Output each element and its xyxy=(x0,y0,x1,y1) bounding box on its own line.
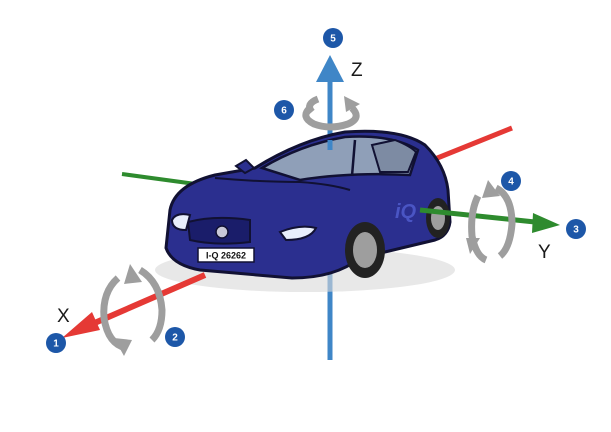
badge-2: 2 xyxy=(165,327,185,347)
svg-text:5: 5 xyxy=(330,34,336,45)
svg-text:4: 4 xyxy=(508,177,514,188)
rotation-arrow-z xyxy=(302,95,360,131)
svg-text:2: 2 xyxy=(172,333,178,344)
svg-text:6: 6 xyxy=(281,106,287,117)
x-axis-arrowhead xyxy=(62,312,100,338)
axis-label-x: X xyxy=(57,306,70,327)
badge-3: 3 xyxy=(566,219,586,239)
x-axis-front xyxy=(88,272,207,328)
y-axis-arrowhead xyxy=(532,213,560,233)
license-plate xyxy=(197,247,255,263)
car-illustration: iQ I-Q 26262 xyxy=(155,129,455,292)
y-axis-front xyxy=(419,207,536,225)
badge-4: 4 xyxy=(501,171,521,191)
svg-text:1: 1 xyxy=(53,339,59,350)
axis-label-z: Z xyxy=(351,60,363,81)
axis-label-y: Y xyxy=(538,242,551,263)
rotation-arrow-y xyxy=(466,180,516,264)
z-axis-arrowhead xyxy=(316,55,344,82)
badge-5: 5 xyxy=(323,28,343,48)
badge-1: 1 xyxy=(46,333,66,353)
license-plate-text: I-Q 26262 xyxy=(206,251,246,261)
rotation-arrow-x xyxy=(100,264,166,356)
svg-text:3: 3 xyxy=(573,225,579,236)
badge-6: 6 xyxy=(274,100,294,120)
svg-text:iQ: iQ xyxy=(395,201,417,223)
